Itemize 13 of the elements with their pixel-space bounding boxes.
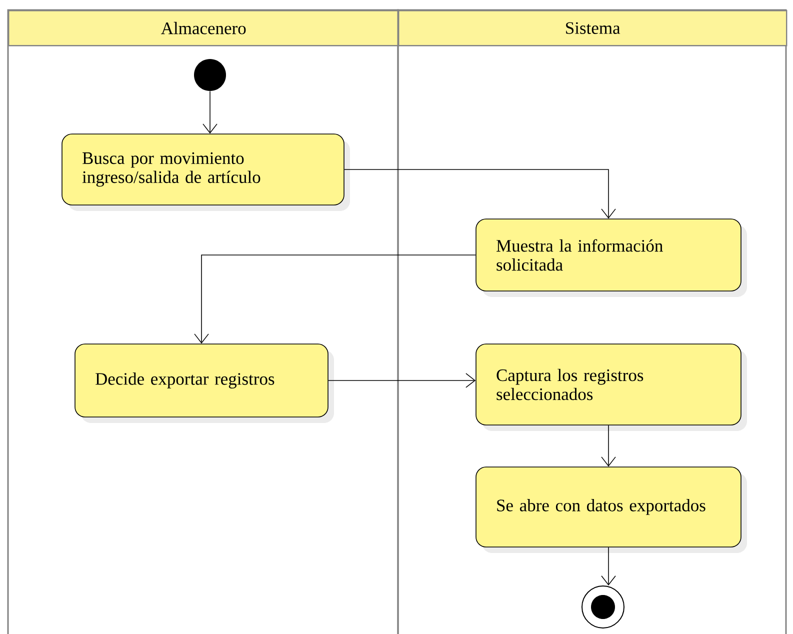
initial-node (194, 59, 226, 91)
arrow (601, 546, 616, 586)
arrow (601, 425, 616, 467)
action-box: Busca por movimiento ingreso/salida de artículo (62, 134, 350, 211)
arrow (202, 90, 218, 134)
action-box: Muestra la información solicitada (476, 218, 747, 297)
arrow (194, 254, 476, 344)
action-box: Se abre con datos exportados (476, 466, 747, 553)
arrow (344, 169, 616, 219)
action-box: Decide exportar registros (74, 344, 334, 423)
action-box: Captura los registros seleccionados (476, 344, 747, 431)
arrow (328, 373, 476, 388)
final-node (582, 585, 624, 628)
